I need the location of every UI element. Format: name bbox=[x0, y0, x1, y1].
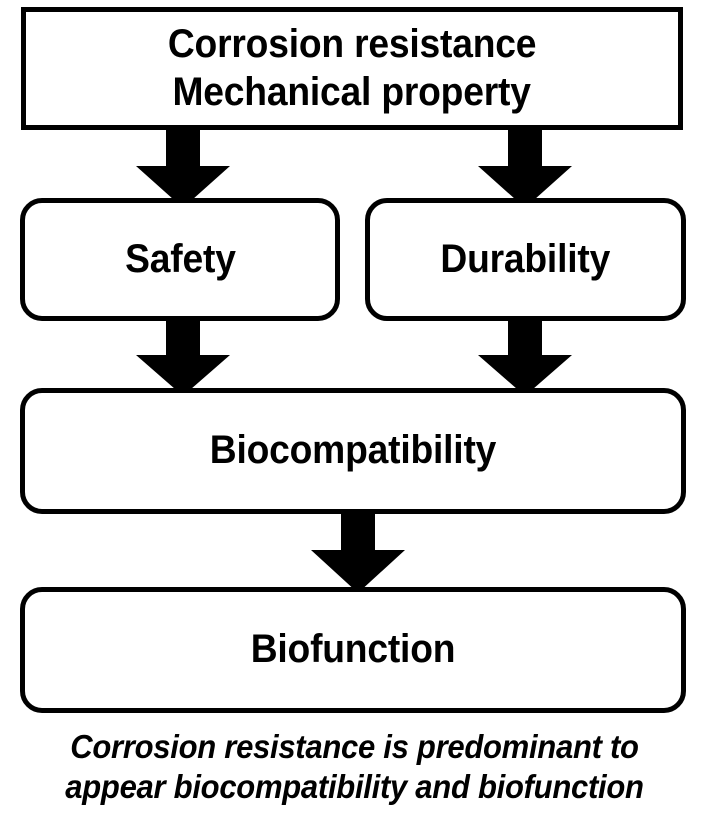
node-label-biofunction: Biofunction bbox=[250, 627, 456, 672]
node-label-durability: Durability bbox=[440, 236, 611, 281]
arrow-safety-to-biocompatibility bbox=[136, 314, 230, 396]
arrow-requirements-to-safety bbox=[136, 123, 230, 208]
node-biofunction: Biofunction bbox=[20, 587, 686, 713]
node-label-biocompatibility: Biocompatibility bbox=[209, 428, 497, 473]
node-label-safety: Safety bbox=[124, 236, 236, 281]
diagram-caption: Corrosion resistance is predominant to a… bbox=[0, 727, 709, 808]
node-corrosion-resistance-mechanical-property: Corrosion resistance Mechanical property bbox=[21, 7, 683, 130]
arrow-biocompatibility-to-biofunction bbox=[311, 507, 405, 593]
arrow-requirements-to-durability bbox=[478, 123, 572, 208]
node-label-line-2: Mechanical property bbox=[172, 69, 532, 114]
node-label-line-1: Corrosion resistance bbox=[167, 22, 537, 67]
node-durability: Durability bbox=[365, 198, 686, 321]
arrow-durability-to-biocompatibility bbox=[478, 314, 572, 396]
caption-line-1: Corrosion resistance is predominant to bbox=[70, 728, 639, 765]
node-safety: Safety bbox=[20, 198, 340, 321]
node-biocompatibility: Biocompatibility bbox=[20, 388, 686, 514]
caption-line-2: appear biocompatibility and biofunction bbox=[65, 768, 644, 806]
